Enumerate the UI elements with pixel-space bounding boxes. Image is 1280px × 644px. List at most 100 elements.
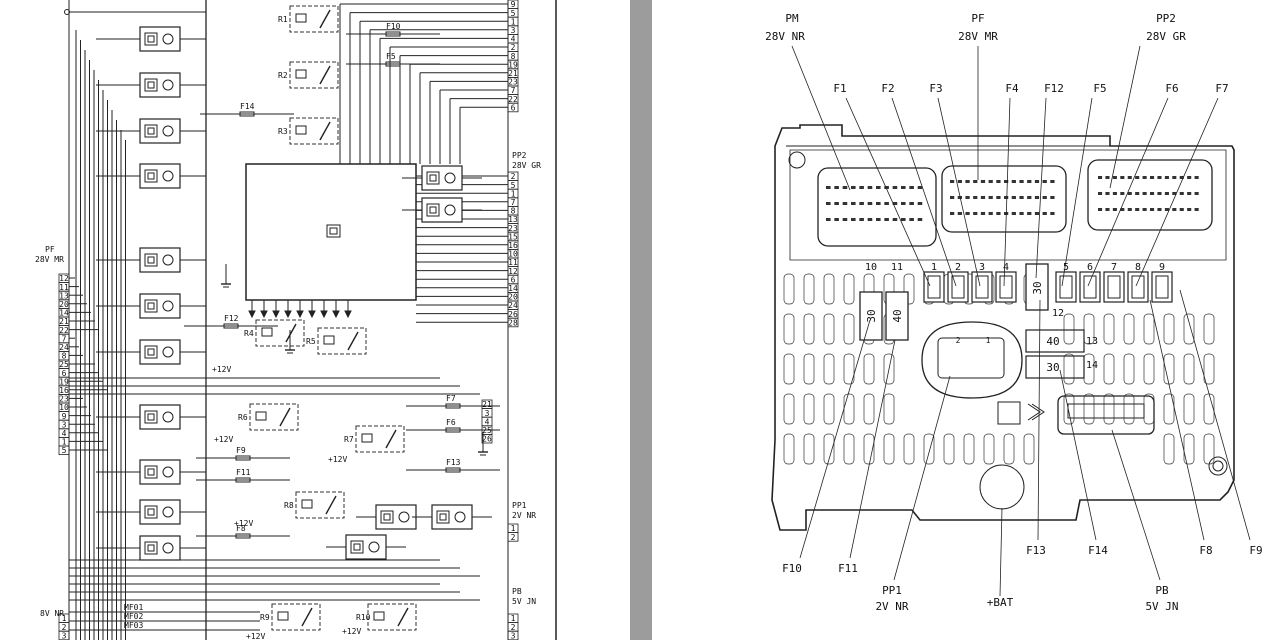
pp2_pins-pin-16: 16 (508, 241, 518, 250)
callout-f12: F12 (1044, 82, 1064, 95)
switch-module-13 (421, 197, 463, 223)
switch-module-7 (139, 339, 181, 365)
relay-label-r7: R7 (344, 435, 354, 444)
fuse-slot-5 (1055, 271, 1077, 303)
relay-r1 (289, 5, 339, 33)
fusebox-outline (771, 124, 1235, 531)
switch-module-14 (375, 504, 417, 530)
supply-label-6: +12V (342, 627, 361, 636)
callout-pp2-sub: 28V GR (1146, 30, 1186, 43)
pf_pins-pin-13: 13 (59, 291, 69, 300)
right_pins_mid-pin-26: 26 (482, 435, 492, 444)
mf-label-1: MF01 (124, 603, 143, 612)
connector-sub-bottom: 8V NR (40, 609, 64, 618)
supply-label-2: +12V (214, 435, 233, 444)
fuse-slot-number-8: 8 (1135, 262, 1141, 273)
callout-bottom-sub-3: 2V NR (875, 600, 908, 613)
fuse-slot-number-5: 5 (1063, 262, 1069, 273)
relay-pin-1: 1 (986, 336, 991, 345)
connector-sub-pp2: 28V GR (512, 161, 541, 170)
mf-label-2: MF02 (124, 612, 143, 621)
fuse-13 (1025, 329, 1085, 353)
right_pins_mid-pin-21: 21 (482, 400, 492, 409)
top_pins-pin-6: 6 (511, 103, 516, 112)
leader-line-17 (1059, 369, 1097, 541)
relay-r8 (295, 491, 345, 519)
pf_pins-pin-22: 22 (59, 326, 69, 335)
relay-r3 (289, 117, 339, 145)
switch-module-2 (139, 72, 181, 98)
pp2_pins-pin-6: 6 (511, 275, 516, 284)
pf_pins-pin-16: 16 (59, 386, 69, 395)
supply-label-5: +12V (246, 632, 265, 640)
connector-pb (1057, 395, 1155, 435)
fuse-slot-8 (1127, 271, 1149, 303)
relay-r2 (289, 61, 339, 89)
connector-sub-pb: 5V JN (512, 597, 536, 606)
top_pins-pin-4: 4 (511, 35, 516, 44)
relay-r4 (255, 319, 305, 347)
fuse-label-f10: F10 (386, 22, 401, 31)
fuse-slot-7 (1103, 271, 1125, 303)
pf_pins-pin-4: 4 (62, 429, 67, 438)
fuse-slot-number-2: 2 (955, 262, 961, 273)
relay-label-r9: R9 (260, 613, 270, 622)
switch-module-15 (431, 504, 473, 530)
relay-r9 (271, 603, 321, 631)
page-gutter (630, 0, 652, 640)
pf_pins-pin-6: 6 (62, 369, 67, 378)
relay-label-r2: R2 (278, 71, 288, 80)
fuse-slot-number-9: 9 (1159, 262, 1165, 273)
relay-pin-2: 2 (956, 336, 961, 345)
fuse-slot-2 (947, 271, 969, 303)
top_pins-pin-9: 9 (511, 0, 516, 9)
fuse-f10 (859, 291, 883, 341)
fuse-rating-f11: 40 (891, 309, 904, 322)
fuse-slot-number-10: 10 (865, 262, 877, 273)
pp2_pins-pin-14: 14 (508, 284, 518, 293)
pp2_pins-pin-13: 13 (508, 215, 518, 224)
top_pins-pin-8: 8 (511, 52, 516, 61)
fuse-14 (1025, 355, 1085, 379)
pf_pins-pin-8: 8 (62, 352, 67, 361)
connector-name-pp2: PP2 (512, 151, 527, 160)
leader-line-19 (1149, 299, 1205, 541)
connector-sub-pp1: 2V NR (512, 511, 536, 520)
relay-label-r6: R6 (238, 413, 248, 422)
connector-pf (941, 165, 1067, 233)
pf_pins-pin-10: 10 (59, 403, 69, 412)
fuse-label-f11: F11 (236, 468, 251, 477)
pf_pins-pin-20: 20 (59, 300, 69, 309)
pf_pins-pin-1: 1 (62, 438, 67, 447)
relay-r10 (367, 603, 417, 631)
callout-pm-name: PM (785, 12, 799, 25)
leader-line-14 (893, 375, 951, 581)
leader-line-3 (1109, 45, 1141, 189)
callout-bottom-sub-7: 5V JN (1145, 600, 1178, 613)
pp2_pins-pin-12: 12 (508, 267, 518, 276)
pf_pins-pin-7: 7 (62, 334, 67, 343)
callout-f7: F7 (1215, 82, 1228, 95)
fuse-slot-3 (971, 271, 993, 303)
callout-f2: F2 (881, 82, 894, 95)
callout-bottom-3: PP1 (882, 584, 902, 597)
leader-line-16 (1037, 299, 1041, 541)
mf-label-3: MF03 (124, 621, 143, 630)
right-page-fusebox (652, 0, 1280, 640)
switch-module-16 (345, 534, 387, 560)
leader-line-9 (1061, 97, 1093, 287)
leader-line-13 (849, 339, 896, 559)
supply-label-4: +12V (234, 519, 253, 528)
callout-f4: F4 (1005, 82, 1019, 95)
top_pins-pin-21: 21 (508, 69, 518, 78)
fuse-label-f14: F14 (240, 102, 255, 111)
callout-f3: F3 (929, 82, 942, 95)
central-module-box (245, 163, 417, 301)
pb_pins-pin-2: 2 (511, 623, 516, 632)
callout-f6: F6 (1165, 82, 1178, 95)
leader-line-12 (799, 319, 871, 559)
leader-line-4 (845, 97, 931, 287)
callout-bottom-5: F13 (1026, 544, 1046, 557)
